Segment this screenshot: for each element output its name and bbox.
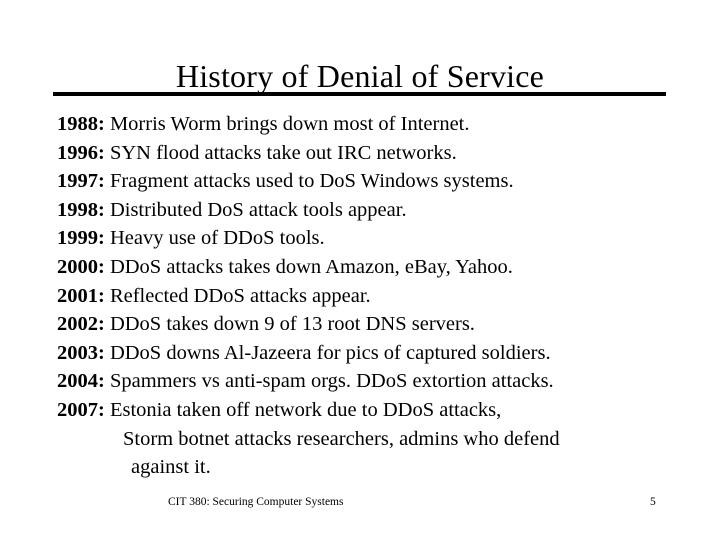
list-item: 2001: Reflected DDoS attacks appear. [57,282,707,311]
title-divider [53,92,666,96]
timeline-year: 2002: [57,313,105,336]
list-item: 1996: SYN flood attacks take out IRC net… [57,139,707,168]
list-item: 1997: Fragment attacks used to DoS Windo… [57,167,707,196]
timeline-year: 1996: [57,141,105,164]
timeline-year: 1988: [57,113,105,135]
timeline-year: 2001: [57,284,105,307]
timeline-event: Fragment attacks used to DoS Windows sys… [109,170,514,193]
slide-footer: CIT 380: Securing Computer Systems 5 [0,495,720,515]
timeline-event: DDoS attacks takes down Amazon, eBay, Ya… [109,255,513,278]
timeline-event: Reflected DDoS attacks appear. [109,284,371,307]
timeline-list: 1988: Morris Worm brings down most of In… [57,110,707,482]
timeline-event: Distributed DoS attack tools appear. [109,198,407,221]
list-item: 1999: Heavy use of DDoS tools. [57,224,707,253]
timeline-year: 1999: [57,227,105,250]
timeline-year: 2003: [57,341,105,364]
timeline-year: 1997: [57,170,105,193]
timeline-continuation-line: against it. [131,456,211,479]
timeline-event: Estonia taken off network due to DDoS at… [109,398,502,421]
list-item: 2002: DDoS takes down 9 of 13 root DNS s… [57,310,707,339]
timeline-year: 2007: [57,398,105,421]
list-item: 2000: DDoS attacks takes down Amazon, eB… [57,253,707,282]
list-item: 1998: Distributed DoS attack tools appea… [57,196,707,225]
list-item: 2004: Spammers vs anti-spam orgs. DDoS e… [57,367,707,396]
footer-course-label: CIT 380: Securing Computer Systems [168,496,344,508]
timeline-event: DDoS takes down 9 of 13 root DNS servers… [109,313,475,336]
list-item: 2007: Estonia taken off network due to D… [57,396,707,425]
list-item: 1988: Morris Worm brings down most of In… [57,110,707,139]
timeline-year: 2000: [57,255,105,278]
timeline-event: Morris Worm brings down most of Internet… [109,113,470,135]
timeline-year: 2004: [57,370,105,393]
footer-page-number: 5 [650,496,656,508]
list-item: 2003: DDoS downs Al-Jazeera for pics of … [57,339,707,368]
timeline-continuation-line: Storm botnet attacks researchers, admins… [123,427,560,450]
page-title: History of Denial of Service [175,58,545,95]
timeline-event: Heavy use of DDoS tools. [109,227,325,250]
timeline-event: Spammers vs anti-spam orgs. DDoS extorti… [109,370,554,393]
timeline-event: SYN flood attacks take out IRC networks. [109,141,457,164]
timeline-event: DDoS downs Al-Jazeera for pics of captur… [109,341,551,364]
timeline-year: 1998: [57,198,105,221]
